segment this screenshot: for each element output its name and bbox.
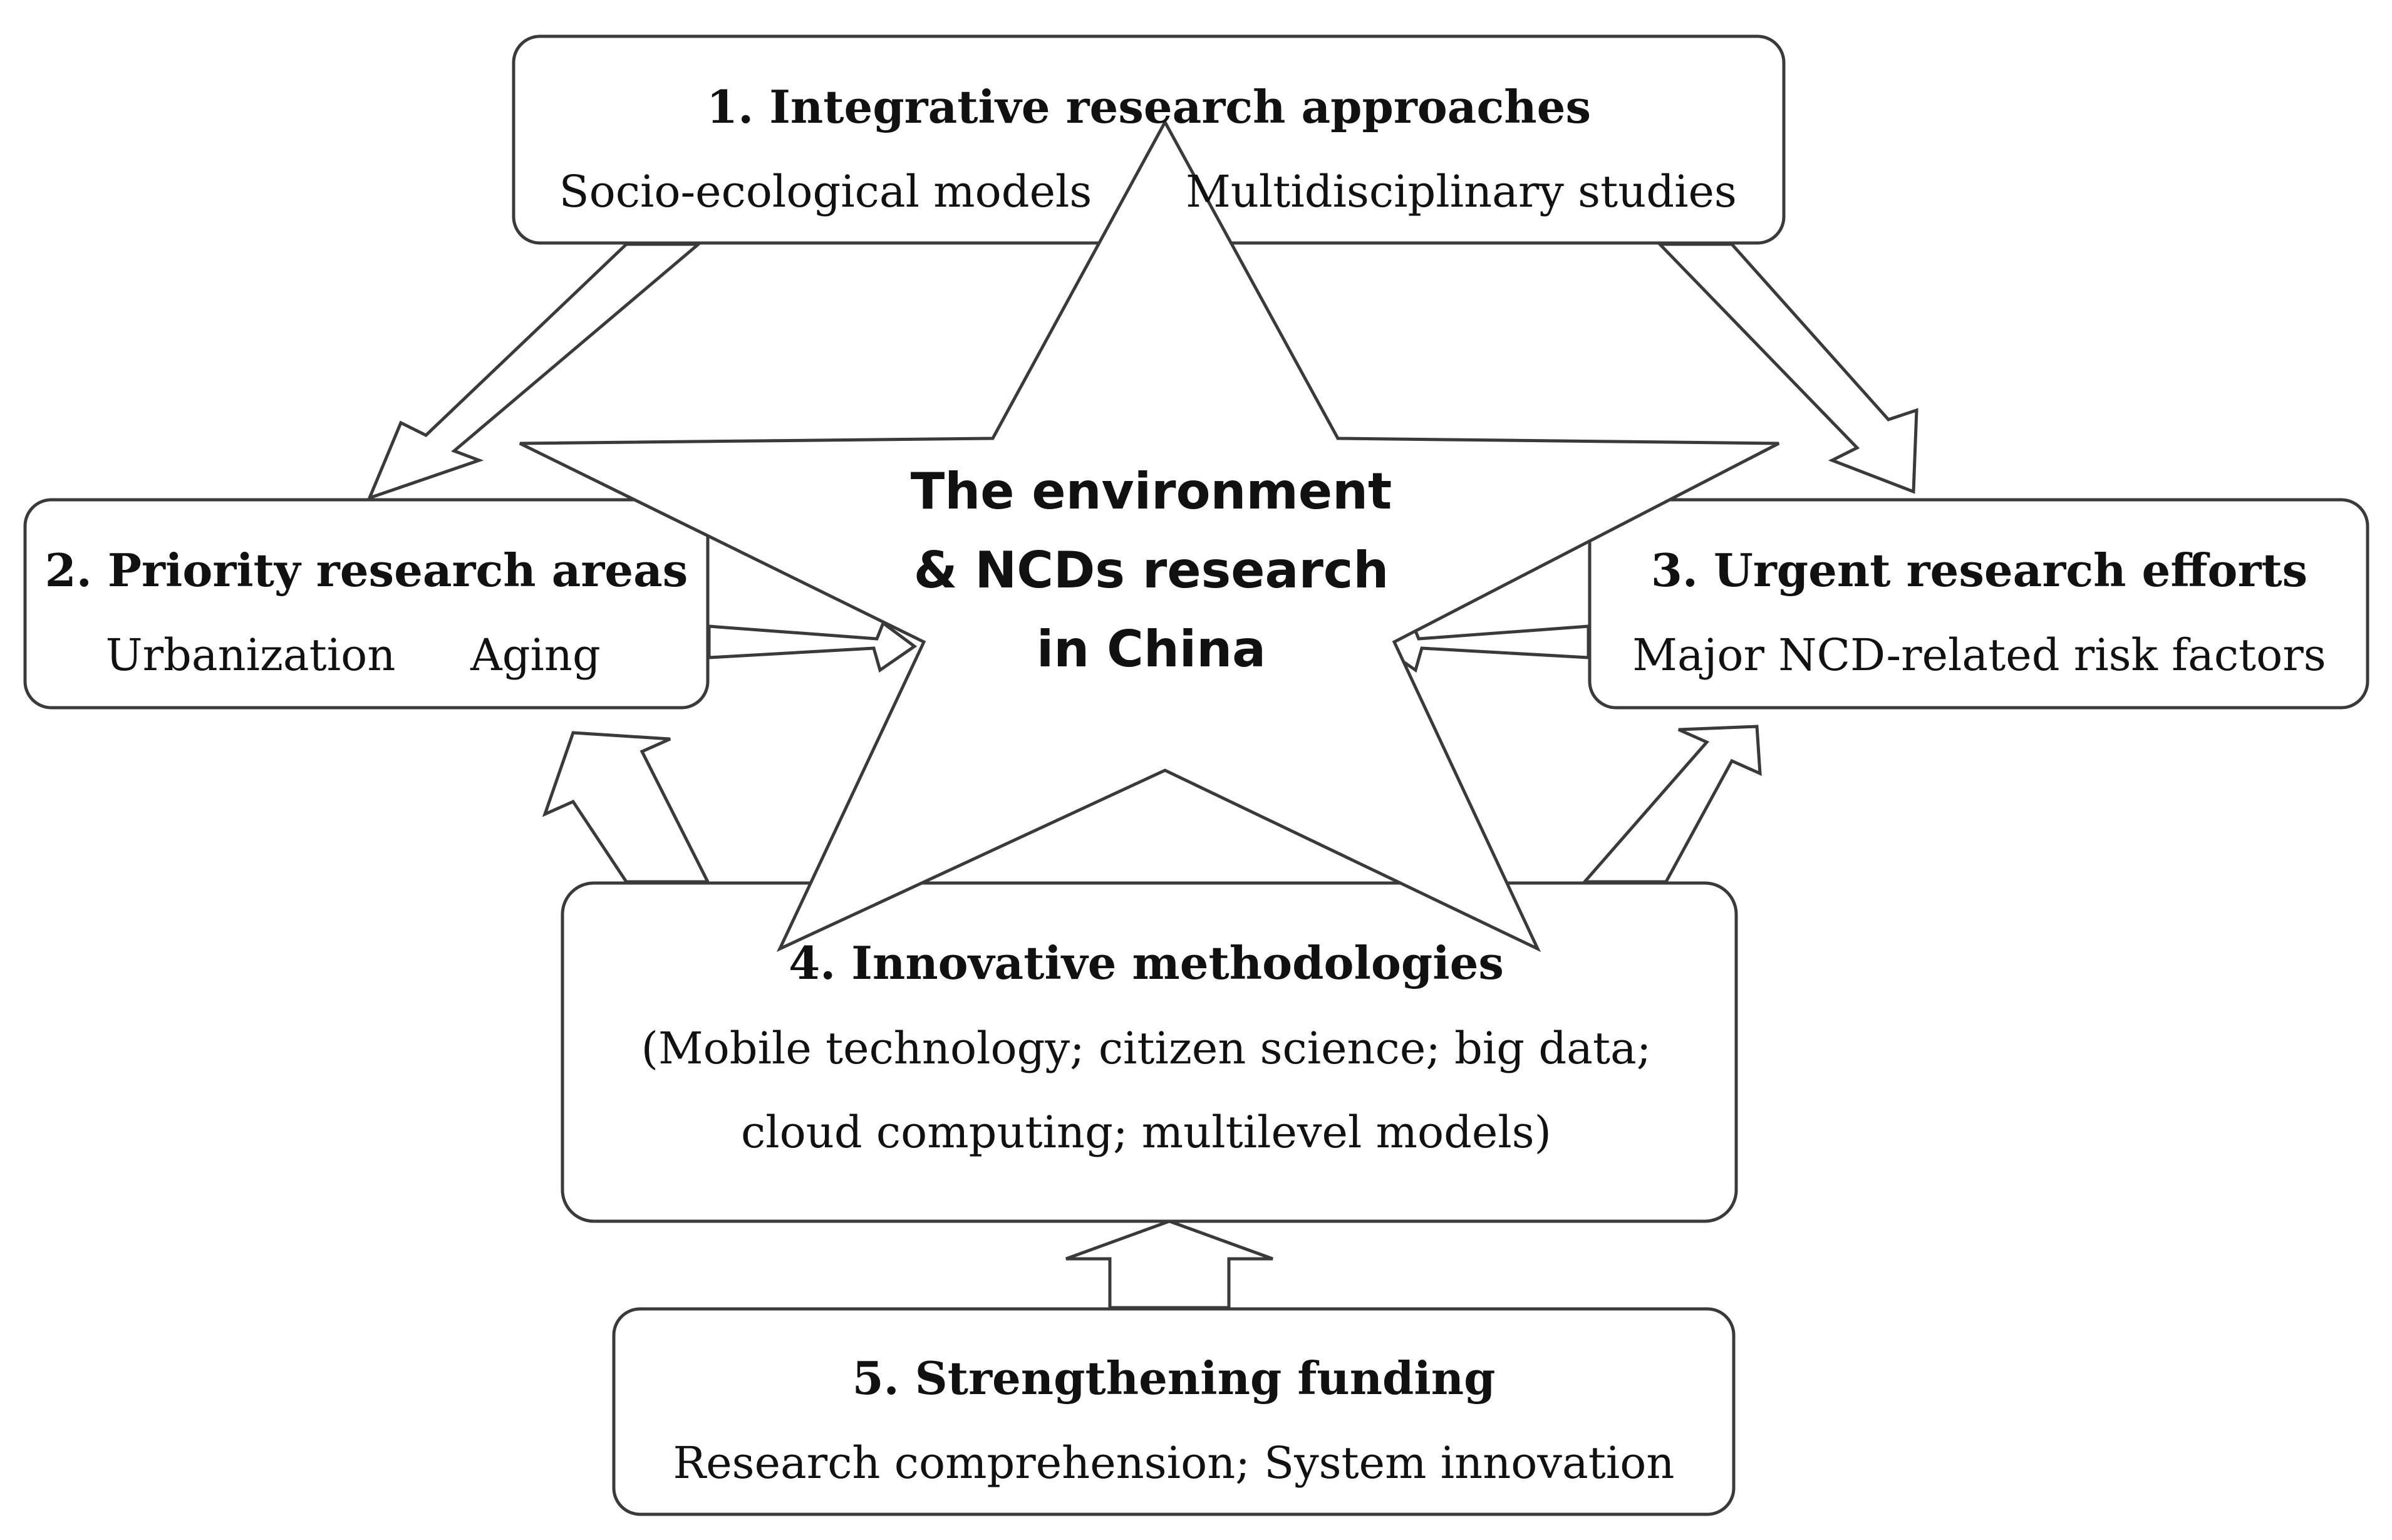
node-2-box [23,498,710,710]
node-4-title: 4. Innovative methodologies [789,936,1504,990]
node-5-line-1: Research comprehension; System innovatio… [673,1437,1675,1489]
node-4-line-2: cloud computing; multilevel models) [741,1107,1551,1158]
node-5-title: 5. Strengthening funding [852,1351,1496,1405]
node-1-line-2: Multidisciplinary studies [1186,166,1737,217]
node-1-line-1: Socio-ecological models [559,166,1092,217]
node-4-box [561,881,1738,1223]
node-4-line-1: (Mobile technology; citizen science; big… [641,1023,1652,1074]
node-3-box [1588,498,2369,710]
node-3-title: 3. Urgent research efforts [1651,544,2307,597]
edge-1-2-arrow [366,242,703,501]
edge-4-2-arrow [542,731,711,884]
node-2-title: 2. Priority research areas [45,544,688,597]
edge-4-3-arrow [1581,725,1762,884]
center-line-2: & NCDs research [914,541,1389,599]
edge-center-2-arrow [707,621,918,673]
center-star [519,118,1780,953]
edge-5-4-arrow [1065,1219,1273,1310]
edge-1-3-arrow [1656,242,1918,494]
node-3-line-1: Major NCD-related risk factors [1632,629,2326,681]
node-2-line-2: Aging [470,629,601,681]
node-2-line-1: Urbanization [106,629,396,681]
center-line-1: The environment [911,462,1392,520]
center-line-3: in China [1037,620,1266,678]
node-1-title: 1. Integrative research approaches [707,80,1591,133]
